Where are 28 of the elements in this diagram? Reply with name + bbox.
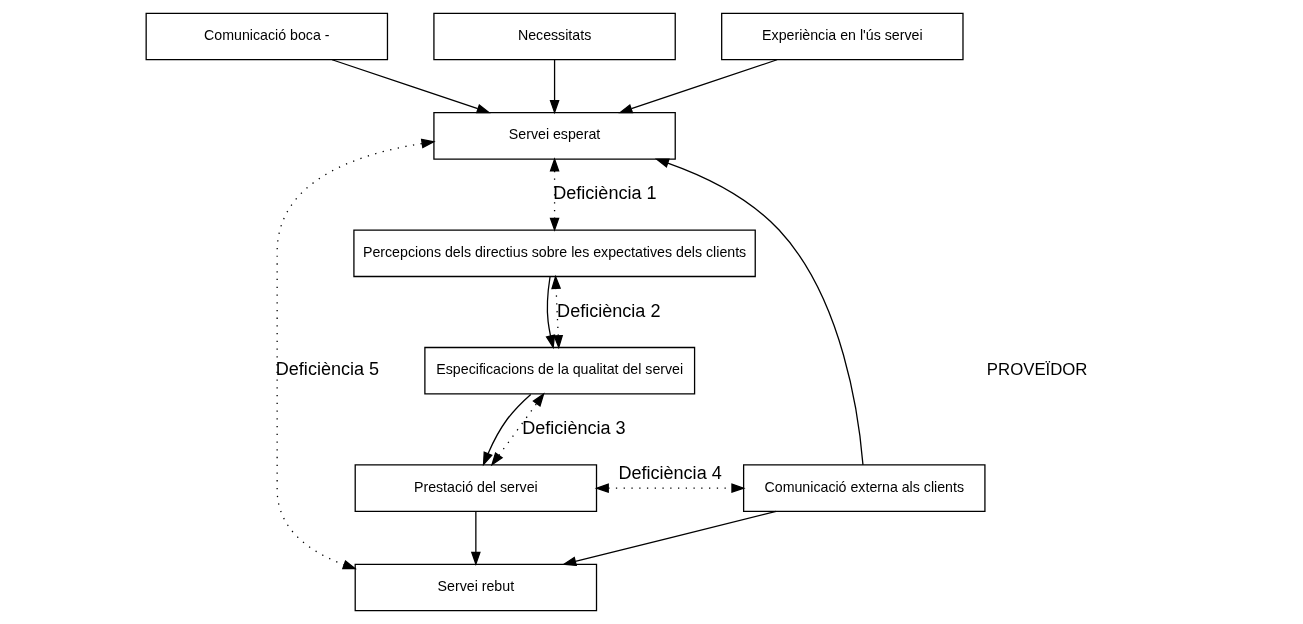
arrow [549,157,560,232]
arrow [330,59,491,114]
node-box: Servei esperat [432,112,676,160]
arrow [490,392,545,467]
node-box: Prestació del servei [354,464,597,512]
node-box: Servei rebut [354,563,597,612]
edge-label: Deficiència 4 [617,463,722,484]
arrow [549,59,560,115]
label: PROVEÏDOR [986,360,1087,380]
edge-label: Deficiència 1 [552,183,657,204]
arrow [617,59,778,114]
arrow [545,276,555,350]
arrow [482,393,531,467]
arrow [594,483,746,494]
arrow [561,510,777,567]
arrow [550,274,563,350]
node-box: Experiència en l'ús servei [720,12,964,61]
arrow [654,158,864,466]
edge-label: Deficiència 2 [556,300,660,321]
edge-label: Deficiència 3 [521,418,626,439]
node-box: Percepcions dels directius sobre les expectatives dels clients [352,229,756,278]
node-box: Comunicació externa als clients [742,464,986,512]
node-box: Necessitats [432,12,676,61]
node-box: Comunicació boca - [145,12,388,61]
node-box: Especificacions de la qualitat del servei [423,346,695,395]
arrow [276,138,436,570]
arrow [470,510,481,566]
edge-label: Deficiència 5 [275,359,379,380]
